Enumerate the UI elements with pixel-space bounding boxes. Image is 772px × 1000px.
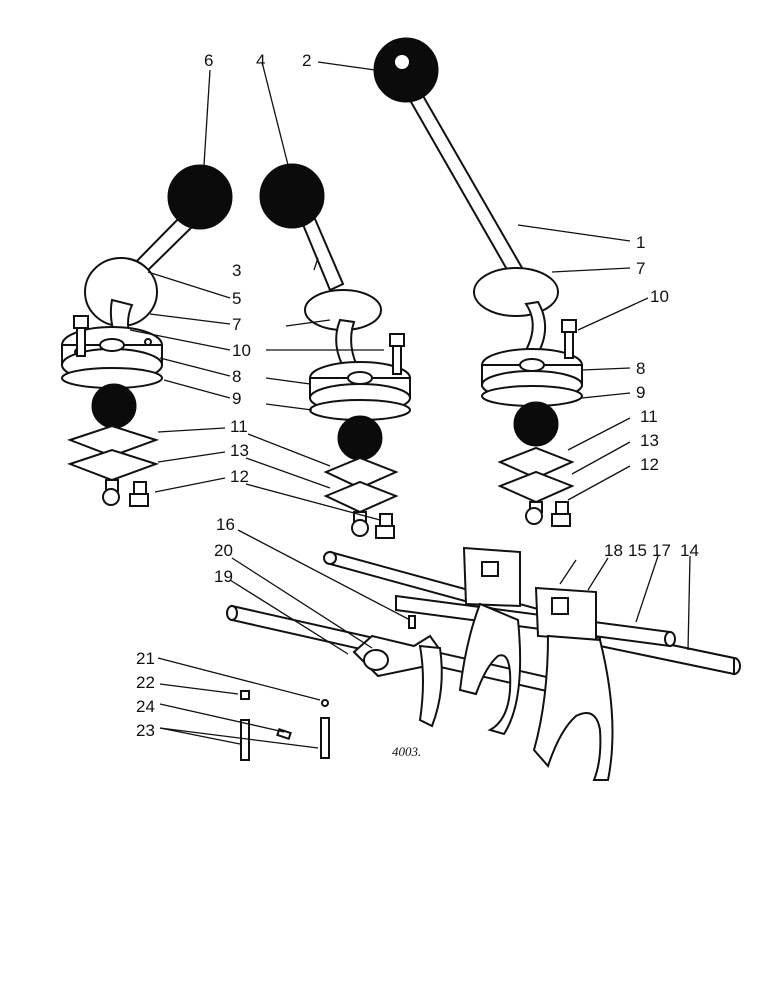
callout-7-right: 7 [636,259,645,278]
callout-21: 21 [136,649,155,668]
right-dust-cover [473,267,559,317]
callout-17: 17 [652,541,671,560]
callout-19: 19 [214,567,233,586]
callout-labels: 6 4 2 1 7 10 3 5 7 10 8 9 8 9 11 13 12 1… [136,51,699,759]
callout-7-left: 7 [232,315,241,334]
selector-rods-and-forks [226,546,741,781]
callout-12-left: 12 [230,467,249,486]
center-lever-assembly [259,163,411,539]
callout-4: 4 [256,51,265,70]
right-lever-knob [373,37,439,103]
left-lever-ball [91,383,137,429]
figure-number: 4003. [392,744,421,759]
callout-15: 15 [628,541,647,560]
callout-9-left: 9 [232,389,241,408]
callout-3: 3 [232,261,241,280]
callout-6: 6 [204,51,213,70]
callout-8-left: 8 [232,367,241,386]
callout-18: 18 [604,541,623,560]
center-lever-knob [259,163,325,229]
callout-11-left: 11 [230,417,248,436]
callout-5: 5 [232,289,241,308]
callout-12-right: 12 [640,455,659,474]
left-lever-assembly [61,164,233,507]
callout-14: 14 [680,541,699,560]
callout-10-left: 10 [232,341,251,360]
callout-13-right: 13 [640,431,659,450]
callout-24: 24 [136,697,155,716]
callout-9-right: 9 [636,383,645,402]
callout-22: 22 [136,673,155,692]
center-lever-ball [337,415,383,461]
callout-8-right: 8 [636,359,645,378]
callout-13-left: 13 [230,441,249,460]
callout-1: 1 [636,233,645,252]
callout-11-right: 11 [640,407,658,426]
callout-23: 23 [136,721,155,740]
callout-16: 16 [216,515,235,534]
left-lever-knob [167,164,233,230]
callout-2: 2 [302,51,311,70]
leader-lines [129,61,691,749]
right-lever-assembly [373,37,583,527]
callout-20: 20 [214,541,233,560]
callout-10-right: 10 [650,287,669,306]
right-lever-ball [513,401,559,447]
